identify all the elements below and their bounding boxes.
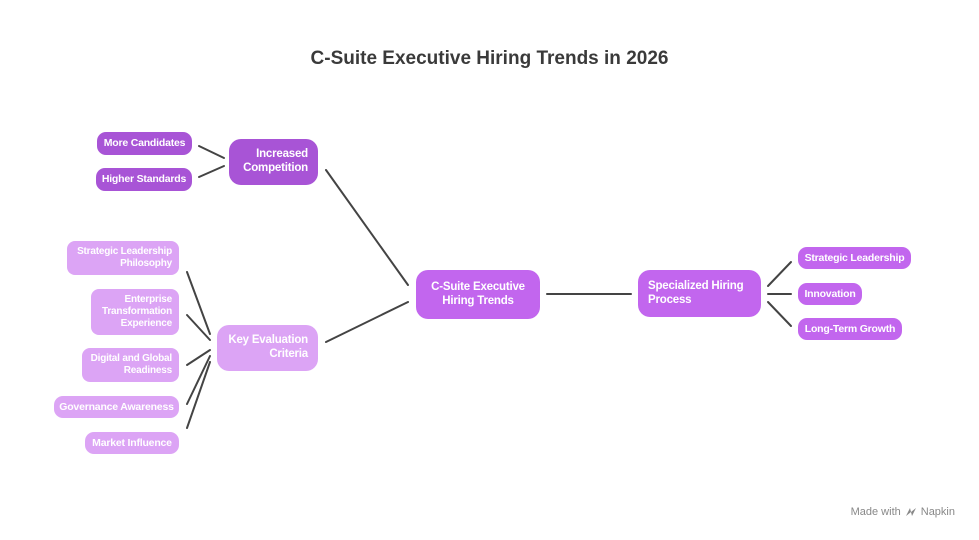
- node-key-evaluation: Key Evaluation Criteria: [217, 325, 318, 371]
- napkin-brand-text: Napkin: [920, 506, 955, 518]
- link-strategic-leadership: [767, 261, 792, 287]
- napkin-watermark: Made with Napkin: [851, 506, 955, 518]
- link-enterprise: [186, 314, 211, 341]
- diagram-title: C-Suite Executive Hiring Trends in 2026: [310, 48, 669, 69]
- napkin-logo-icon: [905, 506, 917, 518]
- node-innovation: Innovation: [798, 283, 862, 305]
- node-enterprise-transformation: Enterprise Transformation Experience: [91, 289, 179, 335]
- link-governance: [186, 355, 211, 405]
- link-more-candidates: [198, 145, 225, 159]
- node-more-candidates: More Candidates: [97, 132, 192, 155]
- link-long-term-growth: [767, 301, 792, 327]
- node-specialized-hiring: Specialized Hiring Process: [638, 270, 761, 317]
- node-digital-global-readiness: Digital and Global Readiness: [82, 348, 179, 382]
- node-strategic-leadership-philosophy: Strategic Leadership Philosophy: [67, 241, 179, 275]
- link-market: [186, 361, 211, 429]
- link-evaluation-center: [325, 301, 409, 343]
- node-higher-standards: Higher Standards: [96, 168, 192, 191]
- made-with-text: Made with: [850, 506, 901, 518]
- node-strategic-leadership: Strategic Leadership: [798, 247, 911, 269]
- node-center: C-Suite Executive Hiring Trends: [416, 270, 540, 319]
- node-increased-competition: Increased Competition: [229, 139, 318, 185]
- node-long-term-growth: Long-Term Growth: [798, 318, 902, 340]
- link-digital: [186, 349, 211, 366]
- link-competition-center: [325, 169, 409, 286]
- link-higher-standards: [198, 165, 225, 178]
- link-strategic-philosophy: [186, 271, 211, 335]
- node-governance-awareness: Governance Awareness: [54, 396, 179, 418]
- node-market-influence: Market Influence: [85, 432, 179, 454]
